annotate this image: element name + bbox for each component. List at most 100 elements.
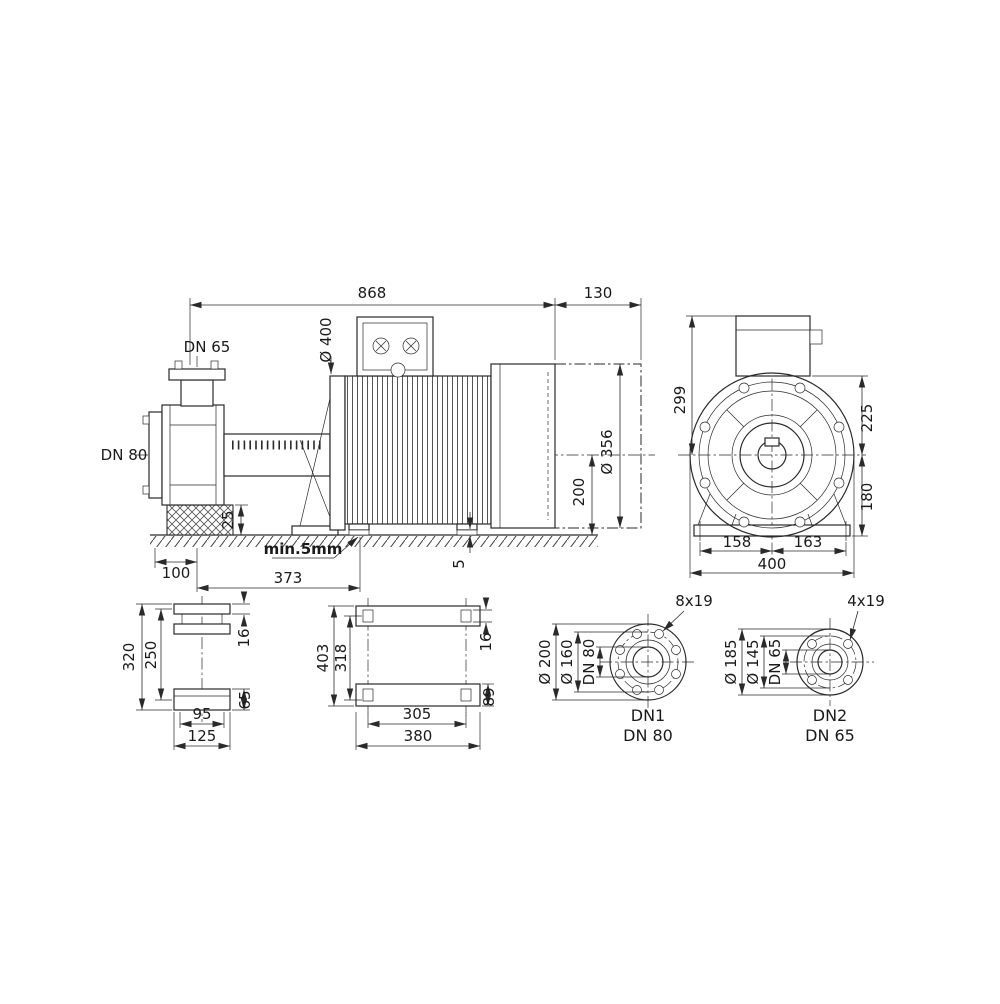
flange1-bore-label: DN 80 bbox=[580, 639, 598, 686]
suction-bolt-top bbox=[142, 415, 150, 425]
suction-flange bbox=[148, 411, 163, 499]
flange1-hole bbox=[615, 645, 625, 655]
dim-250-label: 250 bbox=[142, 641, 160, 670]
flange1-raised-face bbox=[625, 639, 671, 685]
flange1-hole bbox=[654, 685, 664, 695]
flange1-hole bbox=[671, 669, 681, 679]
bolt-hole bbox=[833, 421, 845, 433]
upper-plate-top bbox=[173, 603, 231, 615]
dim-868-label: 868 bbox=[358, 284, 387, 302]
dim-65-label: 65 bbox=[236, 690, 254, 709]
flange2-bolt-circle-label: Ø 145 bbox=[744, 639, 762, 684]
dim-100-label: 100 bbox=[162, 564, 191, 582]
rib bbox=[726, 482, 745, 501]
keyway bbox=[764, 437, 780, 447]
discharge-flange bbox=[168, 368, 226, 381]
flange1-hole bbox=[632, 629, 642, 639]
flange-inner-ring bbox=[707, 390, 837, 520]
bolt-hole bbox=[738, 382, 750, 394]
foot-web bbox=[731, 513, 737, 526]
dim-158-label: 158 bbox=[723, 533, 752, 551]
dim-380-label: 380 bbox=[404, 727, 433, 745]
flange2-hole bbox=[807, 675, 817, 685]
bolt-slot bbox=[362, 688, 374, 702]
motor-adapter-flange bbox=[329, 375, 346, 531]
flange1-name: DN1 bbox=[631, 706, 665, 725]
ground-hatch bbox=[150, 536, 598, 547]
flange1-outer-dia-label: Ø 200 bbox=[536, 639, 554, 684]
screw-slot bbox=[405, 340, 417, 352]
motor-body bbox=[344, 375, 492, 525]
baseplate-detail-view: 403 318 16 89 305 380 bbox=[314, 597, 498, 750]
dim-373-label: 373 bbox=[274, 569, 303, 587]
motor-foot-front bbox=[348, 523, 370, 531]
flange2-bolt-circle bbox=[803, 635, 857, 689]
volute-casing bbox=[161, 404, 225, 506]
flange2-size: DN 65 bbox=[805, 726, 855, 745]
bearing-housing bbox=[223, 433, 331, 477]
motor-foot-rear bbox=[456, 523, 478, 531]
bolt-hole bbox=[699, 477, 711, 489]
min-gap-label: min.5mm bbox=[264, 540, 343, 558]
foot-web bbox=[833, 493, 847, 526]
flange1-holes-leader bbox=[662, 610, 685, 632]
suction-bolt-bottom bbox=[142, 485, 150, 495]
support-brace bbox=[299, 389, 333, 527]
dim-89-label: 89 bbox=[480, 687, 498, 706]
cable-gland bbox=[809, 329, 823, 345]
upper-plate-bottom bbox=[173, 623, 231, 635]
flange1-bolt-circle-label: Ø 160 bbox=[558, 639, 576, 684]
flange-dn1-view: 8x19 Ø 200 Ø 160 DN 80 DN1 DN 80 bbox=[536, 592, 713, 745]
flange2-hole bbox=[843, 639, 853, 649]
flange1-hole bbox=[654, 629, 664, 639]
flange1-hole bbox=[632, 685, 642, 695]
dim-318-label: 318 bbox=[332, 644, 350, 673]
flange2-name: DN2 bbox=[813, 706, 847, 725]
flange2-holes-leader bbox=[849, 610, 859, 641]
discharge-neck bbox=[180, 379, 214, 407]
rib bbox=[799, 482, 818, 501]
flange2-raised-face bbox=[811, 643, 849, 681]
side-view: 868 130 Ø 400 DN 65 DN 80 Ø 356 200 25 1… bbox=[101, 284, 655, 592]
discharge-bolt-right bbox=[210, 360, 219, 370]
flange2-hole bbox=[807, 639, 817, 649]
flange2-outer-dia-label: Ø 185 bbox=[722, 639, 740, 684]
foot-pad bbox=[173, 688, 231, 711]
bottom-rail bbox=[355, 683, 481, 707]
dim-299-label: 299 bbox=[671, 386, 689, 415]
motor-outer-circle bbox=[689, 372, 855, 538]
dim-305-label: 305 bbox=[403, 705, 432, 723]
support-brace bbox=[299, 439, 333, 523]
dim-125-label: 125 bbox=[188, 727, 217, 745]
motor-shim-rear bbox=[456, 529, 478, 536]
flange2-bore-label: DN 65 bbox=[766, 639, 784, 686]
bolt-hole bbox=[794, 382, 806, 394]
bolt-hole bbox=[738, 516, 750, 528]
flange1-hole bbox=[671, 645, 681, 655]
dim-200-label: 200 bbox=[570, 478, 588, 507]
dim-95-label: 95 bbox=[192, 705, 211, 723]
flange-dn2-view: 4x19 Ø 185 Ø 145 DN 65 DN2 DN 65 bbox=[722, 592, 885, 745]
foot-detail-view: 320 250 16 65 95 125 bbox=[120, 591, 254, 750]
dim-403-label: 403 bbox=[314, 644, 332, 673]
lifting-eye bbox=[390, 362, 406, 378]
dim-400-label: 400 bbox=[758, 555, 787, 573]
dim-163-label: 163 bbox=[794, 533, 823, 551]
foot-web bbox=[697, 493, 711, 526]
terminal-box-front bbox=[735, 315, 811, 377]
flange1-size: DN 80 bbox=[623, 726, 673, 745]
foot-web bbox=[807, 513, 813, 526]
dim-356-label: Ø 356 bbox=[598, 429, 616, 474]
hub-inner bbox=[739, 422, 805, 488]
bolt-slot bbox=[460, 609, 472, 623]
hub-outer bbox=[731, 414, 813, 496]
dim-25-label: 25 bbox=[219, 510, 237, 529]
port-dn80-label: DN 80 bbox=[101, 446, 148, 464]
rib bbox=[799, 409, 818, 428]
dim-5-label: 5 bbox=[450, 559, 468, 569]
dim-slot-label: 16 bbox=[477, 632, 495, 651]
bolt-slot bbox=[460, 688, 472, 702]
flange2-hole bbox=[843, 675, 853, 685]
bolt-hole bbox=[833, 477, 845, 489]
